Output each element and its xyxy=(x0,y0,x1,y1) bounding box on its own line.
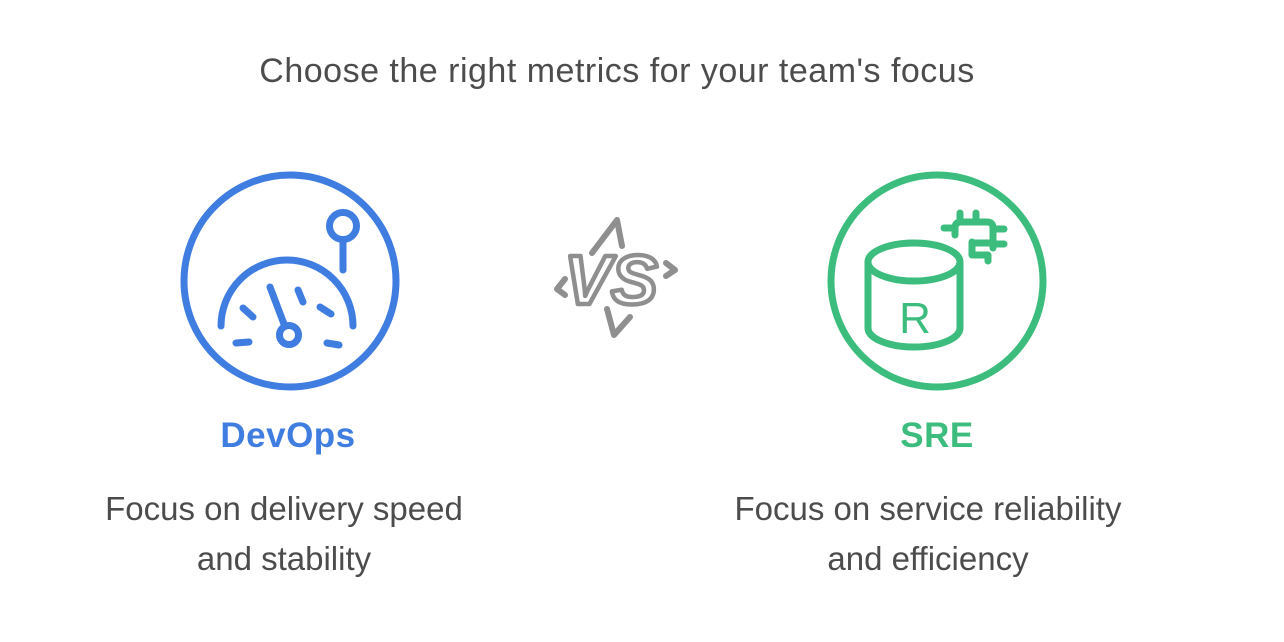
page-title: Choose the right metrics for your team's… xyxy=(259,52,975,90)
database-cylinder-top xyxy=(864,239,964,285)
vs-lightning-icon: VS xyxy=(554,217,678,338)
gauge-needle xyxy=(266,283,288,328)
database-cylinder-body xyxy=(864,258,964,351)
sre-label: SRE xyxy=(900,416,974,455)
database-chip-icon: R xyxy=(827,171,1047,391)
sre-description-line2: and efficiency xyxy=(827,540,1029,577)
chevron-left-icon xyxy=(554,276,568,298)
vs-badge: VS xyxy=(545,210,685,350)
bolt-bottom xyxy=(604,306,633,338)
sre-outer-circle xyxy=(827,171,1047,391)
cylinder-fill xyxy=(868,262,960,347)
devops-outer-circle xyxy=(180,171,400,391)
pin-head-icon xyxy=(326,209,360,243)
sre-description: Focus on service reliability and efficie… xyxy=(678,484,1178,584)
gauge-arc xyxy=(217,256,357,330)
chip-icon xyxy=(940,209,1008,265)
gauge-tick-marks xyxy=(232,286,343,349)
speedometer-icon xyxy=(180,171,400,391)
sre-description-line1: Focus on service reliability xyxy=(734,490,1122,527)
gauge-hub xyxy=(276,322,302,348)
database-letter: R xyxy=(899,294,931,343)
devops-description-line2: and stability xyxy=(196,540,372,577)
chevron-right-icon xyxy=(663,260,678,279)
devops-description: Focus on delivery speed and stability xyxy=(34,484,534,584)
vs-text: VS xyxy=(564,241,657,319)
devops-description-line1: Focus on delivery speed xyxy=(105,490,463,527)
bolt-top xyxy=(589,217,625,256)
devops-label: DevOps xyxy=(220,416,356,455)
